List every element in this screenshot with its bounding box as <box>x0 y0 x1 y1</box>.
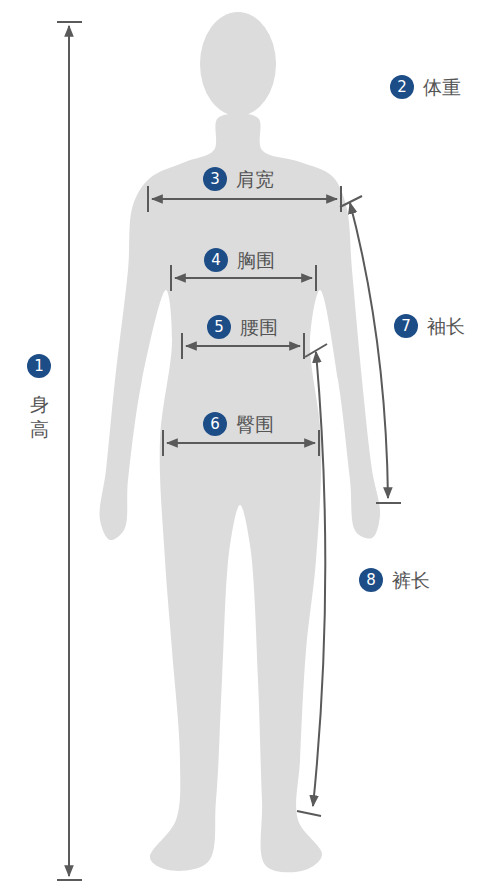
measure-label: 臀围 <box>236 413 274 436</box>
measure-label: 肩宽 <box>236 168 274 191</box>
callout-number: 7 <box>394 314 418 338</box>
measure-item: 1 身高 <box>27 354 51 441</box>
body-silhouette <box>100 12 381 872</box>
callout-number: 2 <box>390 75 414 99</box>
measure-item: 8 裤长 <box>359 568 430 592</box>
measure-label: 体重 <box>423 76 461 99</box>
callout-number: 6 <box>203 412 227 436</box>
measure-item: 7 袖长 <box>394 314 465 338</box>
measure-item: 6 臀围 <box>203 412 274 436</box>
body-shape <box>100 113 381 872</box>
measure-label: 袖长 <box>427 315 465 338</box>
callout-number: 1 <box>27 354 51 378</box>
measure-label: 胸围 <box>237 249 275 272</box>
measure-item: 2 体重 <box>390 75 461 99</box>
callout-number: 3 <box>203 167 227 191</box>
callout-number: 8 <box>359 568 383 592</box>
measure-item: 3 肩宽 <box>203 167 274 191</box>
measure-item: 4 胸围 <box>204 248 275 272</box>
measure-item: 5 腰围 <box>207 315 278 339</box>
measure-label: 腰围 <box>240 316 278 339</box>
measure-label: 裤长 <box>392 569 430 592</box>
head-shape <box>200 12 276 116</box>
measure-label: 身高 <box>30 392 49 441</box>
measure-lines <box>57 22 401 880</box>
callout-number: 4 <box>204 248 228 272</box>
callout-number: 5 <box>207 315 231 339</box>
